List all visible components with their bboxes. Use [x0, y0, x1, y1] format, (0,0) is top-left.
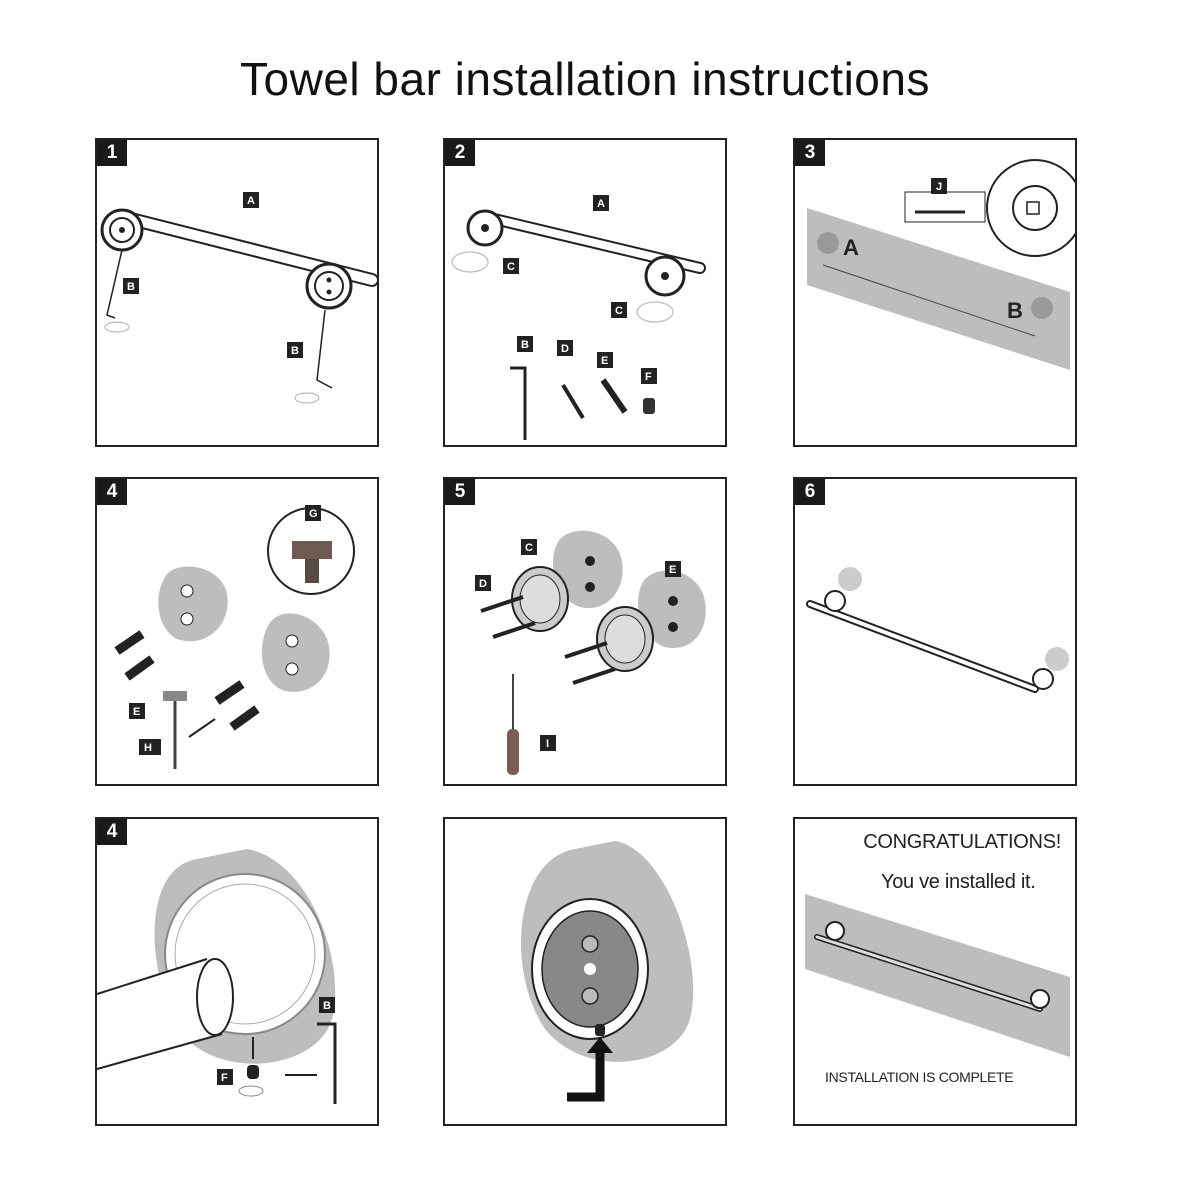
page-title: Towel bar installation instructions [240, 53, 930, 105]
label-B: B [1007, 298, 1023, 323]
step-number: 2 [445, 140, 475, 166]
congratulations-text: CONGRATULATIONS! [863, 831, 1061, 853]
label-H: H [144, 742, 152, 754]
label-F: F [645, 371, 652, 383]
label-C: C [615, 305, 623, 317]
installation-complete-text: INSTALLATION IS COMPLETE [825, 1069, 1014, 1085]
step-4-illustration: G E H [114, 505, 355, 769]
label-C: C [525, 542, 533, 554]
step-number: 3 [795, 140, 825, 166]
step-panel-1: A B B 1 [95, 138, 379, 447]
label-C: C [507, 261, 515, 273]
step-panel-3: J A B 3 [793, 138, 1077, 447]
label-A: A [247, 195, 255, 207]
label-B: B [521, 339, 529, 351]
label-B: B [323, 1000, 331, 1012]
step-panel-6: 6 [793, 477, 1077, 786]
step-5-illustration: C D E I [475, 530, 706, 775]
label-G: G [309, 508, 318, 520]
label-D: D [479, 578, 487, 590]
step-number: 4 [97, 819, 127, 845]
step-9-illustration [805, 894, 1070, 1057]
step-6-illustration [806, 567, 1069, 693]
step-number: 5 [445, 479, 475, 505]
step-panel-7: B F 4 [95, 817, 379, 1126]
label-A: A [597, 198, 605, 210]
label-B: B [127, 281, 135, 293]
step-panel-4: G E H 4 [95, 477, 379, 786]
label-J: J [936, 181, 942, 193]
step-panel-8 [443, 817, 727, 1126]
step-1-illustration: A B B [100, 192, 377, 404]
label-I: I [546, 738, 549, 750]
label-D: D [561, 343, 569, 355]
label-E: E [133, 706, 140, 718]
label-E: E [601, 355, 608, 367]
step-3-illustration: J A B [807, 159, 1075, 370]
step-2-illustration: A C C B D E F [451, 195, 706, 440]
step-panel-2: A C C B D E F 2 [443, 138, 727, 447]
label-F: F [221, 1072, 228, 1084]
step-panel-5: C D E I 5 [443, 477, 727, 786]
step-number: 1 [97, 140, 127, 166]
step-panel-9: CONGRATULATIONS! You ve installed it. IN… [793, 817, 1077, 1126]
label-E: E [669, 564, 676, 576]
label-A: A [843, 235, 859, 260]
step-8-illustration [521, 841, 694, 1102]
step-7-illustration: B F [97, 849, 337, 1104]
step-number: 6 [795, 479, 825, 505]
label-B: B [291, 345, 299, 357]
step-number: 4 [97, 479, 127, 505]
installed-text: You ve installed it. [881, 871, 1036, 893]
